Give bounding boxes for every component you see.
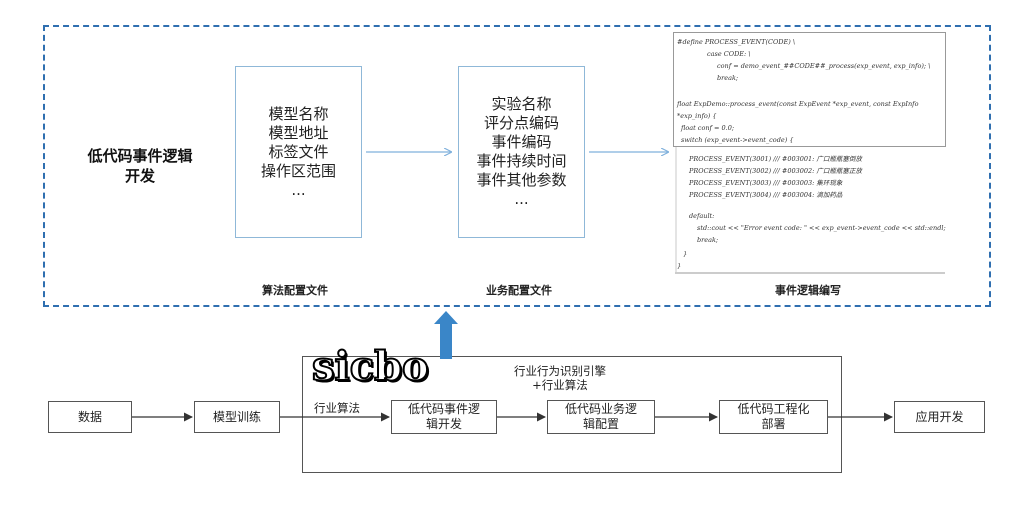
code-line: *exp_info) { bbox=[677, 112, 717, 120]
code-line: std::cout << "Error event code: " << exp… bbox=[697, 224, 946, 232]
engine-label: 行业行为识别引擎 +行业算法 bbox=[506, 364, 614, 392]
flow-box-label: 辑开发 bbox=[425, 417, 462, 431]
engine-container bbox=[302, 356, 842, 473]
code-line: PROCESS_EVENT(3003) /// #003003: 集环现象 bbox=[689, 179, 843, 187]
flow-box-label: 数据 bbox=[77, 409, 102, 424]
code-line: PROCESS_EVENT(3001) /// #003001: 广口瓶瓶塞倒放 bbox=[689, 155, 862, 163]
code-line: } bbox=[677, 262, 682, 270]
flow-box-biz-config: 低代码业务逻 辑配置 bbox=[547, 400, 655, 434]
code-line: break; bbox=[697, 236, 719, 244]
title-line-2: 开发 bbox=[124, 167, 155, 185]
code-line: case CODE: \ bbox=[707, 50, 751, 58]
biz-config-caption: 业务配置文件 bbox=[486, 284, 552, 297]
up-arrow-shaft bbox=[440, 323, 452, 359]
code-line: PROCESS_EVENT(3004) /// #003004: 滴加药品 bbox=[689, 191, 843, 199]
algo-item: 模型地址 bbox=[268, 123, 329, 142]
algo-config-caption: 算法配置文件 bbox=[262, 284, 328, 297]
industry-algo-label: 行业算法 bbox=[314, 401, 360, 415]
flow-box-train: 模型训练 bbox=[194, 401, 280, 433]
code-line: conf = demo_event_##CODE##_process(exp_e… bbox=[717, 62, 931, 70]
code-line: PROCESS_EVENT(3002) /// #003002: 广口瓶瓶塞正放 bbox=[689, 167, 862, 175]
engine-label-line-1: 行业行为识别引擎 bbox=[514, 364, 606, 378]
biz-item: 事件编码 bbox=[491, 133, 552, 151]
event-logic-dev-frame bbox=[43, 25, 991, 307]
title-line-1: 低代码事件逻辑 bbox=[87, 147, 193, 165]
algo-config-box: 模型名称 模型地址 标签文件 操作区范围 ... bbox=[235, 66, 362, 238]
sicbo-watermark: sicbo bbox=[311, 342, 430, 391]
code-line: float conf = 0.0; bbox=[681, 124, 735, 132]
algo-item: 模型名称 bbox=[268, 104, 329, 123]
biz-item: 实验名称 bbox=[491, 95, 552, 113]
flow-box-label: 低代码业务逻 bbox=[564, 402, 637, 416]
biz-item: 评分点编码 bbox=[483, 114, 559, 132]
biz-config-box: 实验名称 评分点编码 事件编码 事件持续时间 事件其他参数 ... bbox=[458, 66, 585, 238]
code-line: float ExpDemo::process_event(const ExpEv… bbox=[677, 100, 919, 108]
algo-item: 操作区范围 bbox=[260, 161, 336, 180]
code-line: default: bbox=[689, 212, 715, 220]
code-line: #define PROCESS_EVENT(CODE) \ bbox=[677, 38, 796, 46]
biz-item: ... bbox=[514, 190, 529, 208]
code-header-box bbox=[673, 32, 946, 147]
flow-box-deploy: 低代码工程化 部署 bbox=[719, 400, 828, 434]
code-panel: #define PROCESS_EVENT(CODE) \ case CODE:… bbox=[673, 32, 948, 272]
up-arrow-head bbox=[434, 311, 458, 324]
flow-box-app-dev: 应用开发 bbox=[894, 401, 985, 433]
engine-label-line-2: +行业算法 bbox=[532, 378, 588, 392]
algo-item: ... bbox=[291, 180, 306, 199]
flow-box-label: 低代码工程化 bbox=[737, 402, 810, 416]
flow-box-label: 辑配置 bbox=[582, 417, 619, 431]
flow-box-label: 部署 bbox=[761, 417, 786, 431]
code-line: } bbox=[683, 250, 688, 258]
algo-item: 标签文件 bbox=[268, 142, 329, 161]
biz-item: 事件其他参数 bbox=[476, 171, 567, 189]
code-line: switch (exp_event->event_code) { bbox=[681, 136, 794, 144]
top-panel-title: 低代码事件逻辑 开发 bbox=[70, 146, 210, 186]
flow-box-data: 数据 bbox=[48, 401, 132, 433]
event-logic-caption: 事件逻辑编写 bbox=[775, 284, 841, 297]
biz-item: 事件持续时间 bbox=[476, 152, 567, 170]
flow-box-event-dev: 低代码事件逻 辑开发 bbox=[391, 400, 497, 434]
flow-box-label: 应用开发 bbox=[915, 409, 964, 424]
flow-box-label: 低代码事件逻 bbox=[407, 402, 480, 416]
flow-box-label: 模型训练 bbox=[212, 409, 261, 424]
code-line: break; bbox=[717, 74, 739, 82]
